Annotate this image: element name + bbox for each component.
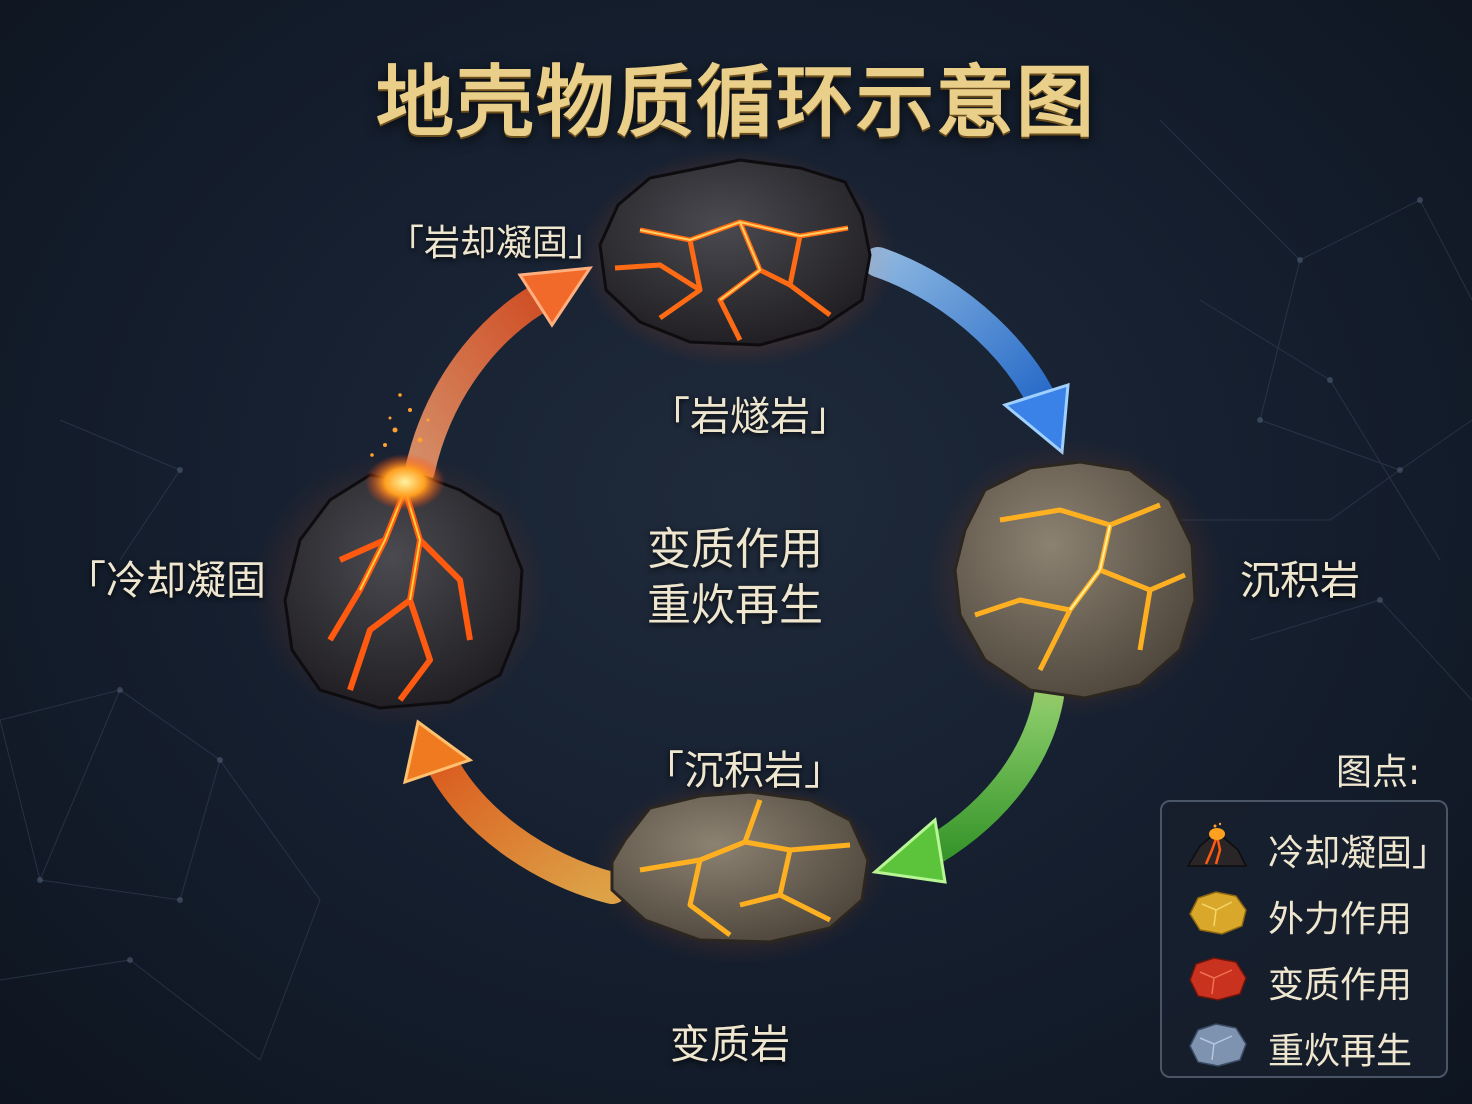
igneous-rock (578, 148, 898, 368)
legend-label-external: 外力作用 (1268, 899, 1413, 940)
legend-label-remelting: 重炊再生 (1268, 1031, 1413, 1072)
legend-label-metamorphism: 变质作用 (1268, 965, 1413, 1006)
legend-item-metamorphism: 变质作用 (1182, 950, 1442, 1006)
legend-label-cooling: 冷却凝固」 (1268, 833, 1449, 874)
metamorphic-rock (590, 775, 890, 965)
center-caption: 变质作用 重炊再生 (600, 522, 870, 634)
legend-item-external: 外力作用 (1182, 884, 1442, 940)
upper-left-label: 「岩却凝固」 (388, 223, 605, 264)
legend-title: 图点: (1336, 752, 1421, 793)
left-cooling-label: 「冷却凝固 (66, 558, 266, 604)
lower-middle-label: 「沉积岩」 (644, 748, 844, 794)
sedimentary-rock (925, 438, 1225, 718)
metamorphic-rock-label: 变质岩 (670, 1022, 790, 1068)
arrow-sedimentary-to-metamorphic (871, 675, 1065, 884)
arrow-magma-to-igneous (405, 266, 594, 485)
center-line-2: 重炊再生 (647, 580, 823, 631)
yellow-rock-icon (1189, 891, 1247, 935)
center-line-1: 变质作用 (647, 524, 823, 575)
arrow-metamorphic-to-magma (402, 719, 628, 904)
arrow-igneous-to-sedimentary (863, 247, 1070, 455)
legend-item-cooling: 冷却凝固」 (1182, 818, 1448, 874)
red-rock-icon (1189, 957, 1247, 1001)
page-title: 地壳物质循环示意图 (375, 58, 1096, 148)
volcano-icon (1186, 822, 1248, 867)
igneous-rock-label: 「岩燧岩」 (650, 394, 850, 440)
volcano (250, 393, 550, 730)
legend-item-remelting: 重炊再生 (1182, 1016, 1442, 1072)
sedimentary-rock-label: 沉积岩 (1240, 558, 1360, 604)
blue-rock-icon (1189, 1023, 1247, 1067)
legend-box: 冷却凝固」 外力作用 变质作用 重炊再生 (1160, 800, 1448, 1078)
